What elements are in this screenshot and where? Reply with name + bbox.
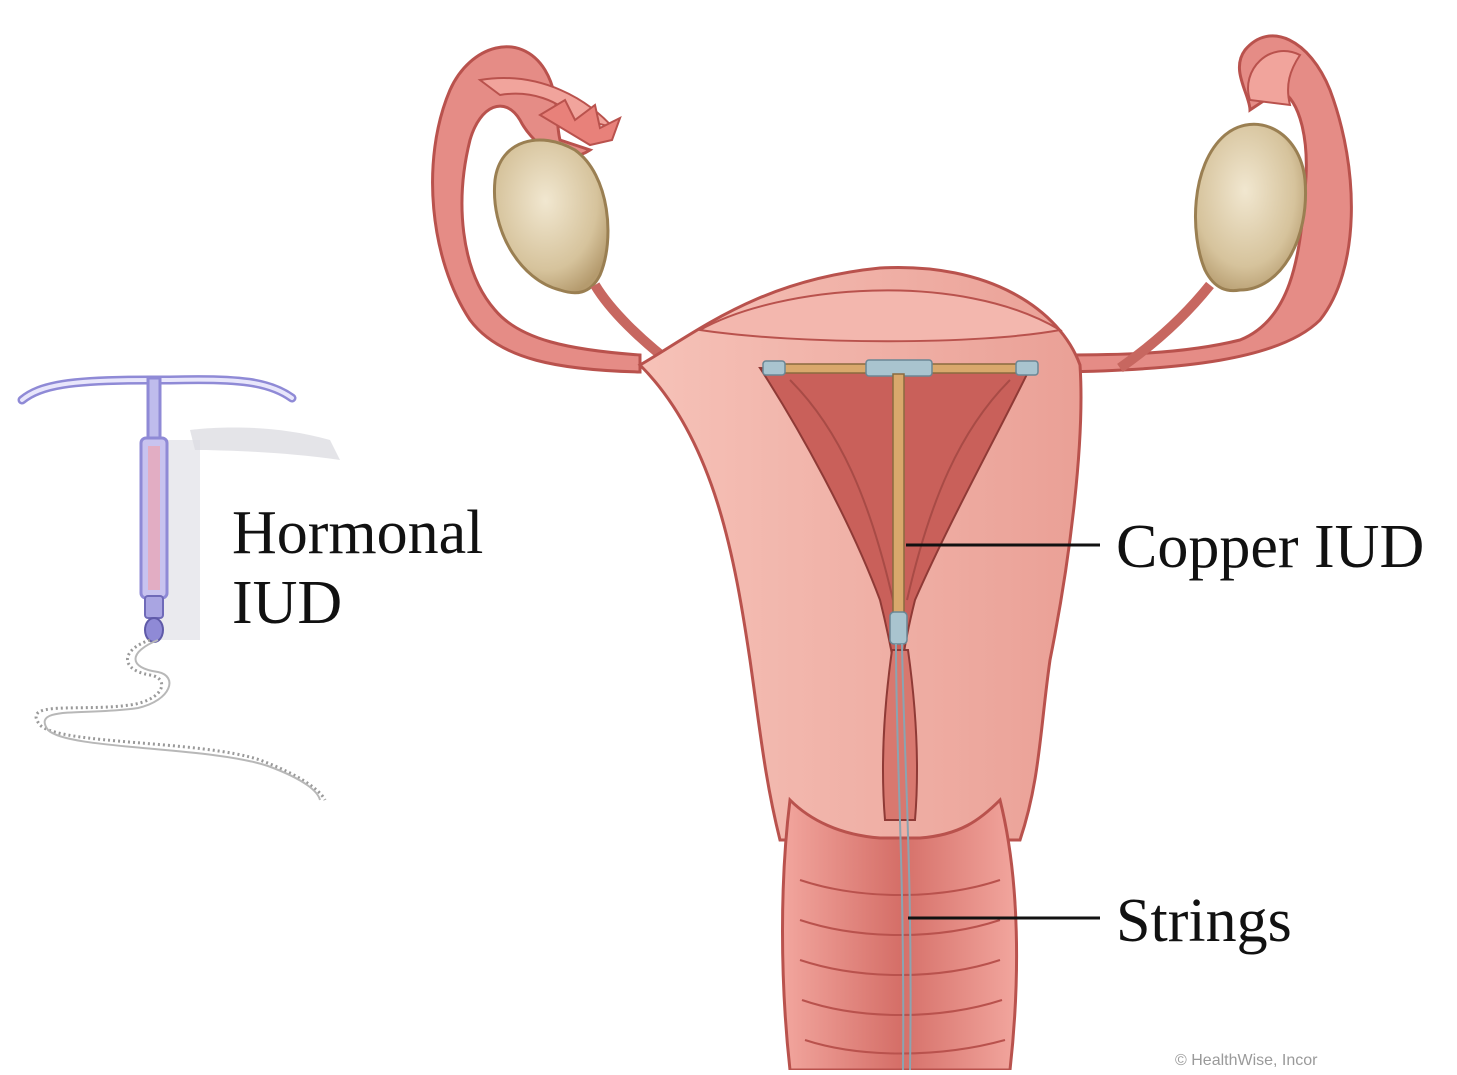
copyright-watermark: © HealthWise, Incor	[1175, 1052, 1318, 1070]
hormonal-iud-label-line2: IUD	[232, 572, 342, 634]
strings-label: Strings	[1116, 890, 1292, 952]
uterus-body	[640, 267, 1081, 840]
copper-iud-label: Copper IUD	[1116, 516, 1424, 578]
hormonal-iud-label-line1: Hormonal	[232, 502, 483, 564]
